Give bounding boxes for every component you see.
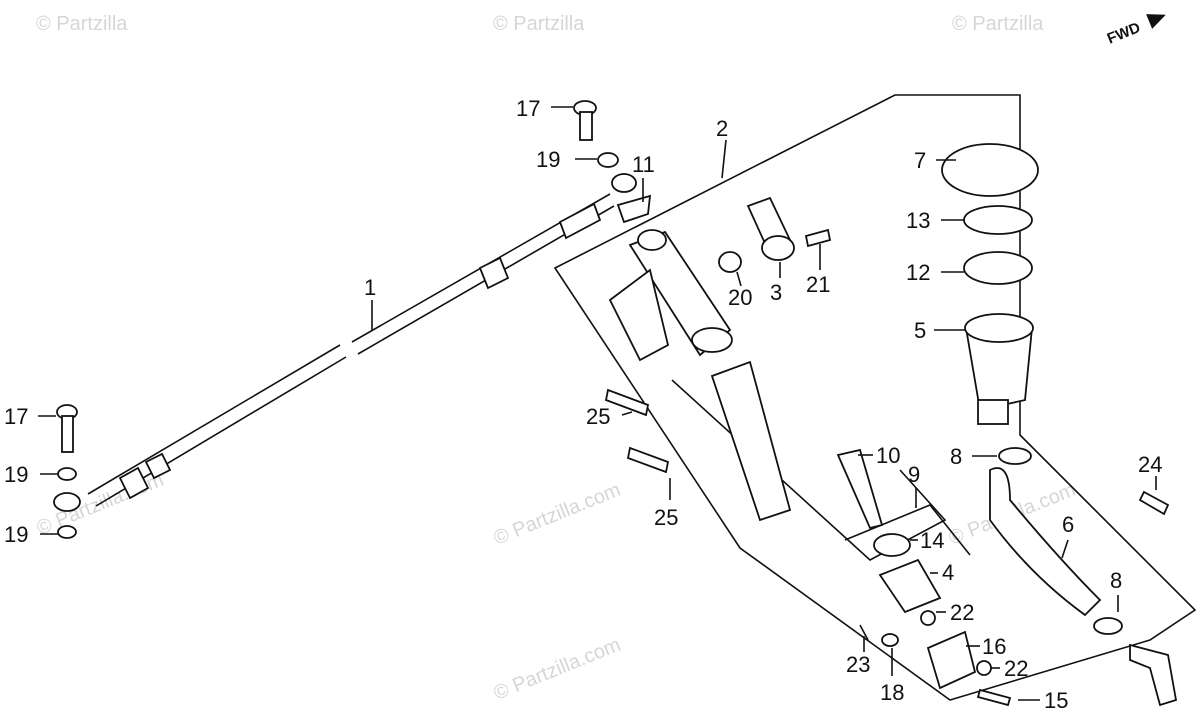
callout-24: 24 (1138, 452, 1162, 477)
piston-spring (710, 360, 792, 522)
callout-16: 16 (982, 634, 1006, 659)
callout-3: 3 (770, 280, 782, 305)
diaphragm-plate (963, 205, 1033, 235)
callout-23: 23 (846, 652, 870, 677)
callout-4: 4 (942, 560, 954, 585)
callout-22b: 22 (1004, 656, 1028, 681)
master-cylinder-holder (926, 630, 977, 690)
callout-17b: 17 (4, 404, 28, 429)
callout-1: 1 (364, 275, 376, 300)
leader-lines (38, 106, 1157, 701)
callout-20: 20 (728, 285, 752, 310)
callout-10: 10 (876, 443, 900, 468)
reservoir-cap (941, 143, 1039, 197)
caliper-outline (844, 504, 971, 556)
callout-7: 7 (914, 148, 926, 173)
circlip (873, 533, 911, 557)
sealing-washer (57, 525, 77, 539)
bleeder-screw (804, 228, 832, 248)
callout-19a: 19 (536, 147, 560, 172)
piston-outline (671, 379, 947, 561)
watermark: © Partzilla (952, 13, 1044, 35)
o-ring (718, 251, 742, 273)
callout-19b: 19 (4, 462, 28, 487)
callout-21: 21 (806, 272, 830, 297)
callout-8a: 8 (950, 444, 962, 469)
cotter-pin (859, 624, 869, 641)
joint-pin (976, 688, 1012, 707)
callout-18: 18 (880, 680, 904, 705)
plain-washer (881, 633, 899, 647)
hose-clip (998, 447, 1032, 465)
callout-15: 15 (1044, 688, 1068, 713)
callout-12: 12 (906, 260, 930, 285)
watermark: © Partzilla (493, 13, 585, 35)
mount-bolt (626, 446, 670, 474)
nut (976, 660, 992, 676)
callout-6: 6 (1062, 512, 1074, 537)
push-rod (836, 448, 884, 530)
reservoir-joint (746, 196, 795, 261)
banjo-bolt-lower (56, 404, 78, 453)
watermark: © Partzilla.com (491, 479, 624, 550)
sealing-washer (597, 152, 619, 168)
hose-clamp (616, 194, 652, 224)
callout-19c: 19 (4, 522, 28, 547)
callout-8b: 8 (1110, 568, 1122, 593)
callout-13: 13 (906, 208, 930, 233)
diaphragm (963, 251, 1033, 285)
callout-14: 14 (920, 528, 944, 553)
master-cylinder-body (608, 229, 733, 362)
callout-11: 11 (632, 152, 655, 177)
callout-9: 9 (908, 462, 920, 487)
brake-hose (53, 173, 637, 512)
brake-pedal-link (1129, 643, 1178, 707)
fwd-arrow-icon (1146, 14, 1166, 29)
watermark: © Partzilla (36, 13, 128, 35)
callout-5: 5 (914, 318, 926, 343)
reservoir (964, 313, 1034, 425)
banjo-bolt-upper (573, 100, 597, 141)
callout-25a: 25 (586, 404, 610, 429)
hose-clip (1093, 617, 1123, 635)
assembly-outline (553, 94, 1197, 701)
callout-17a: 17 (516, 96, 540, 121)
callouts: 1 2 3 4 5 6 7 8 8 9 10 11 12 13 14 15 16… (4, 96, 1162, 713)
callout-25b: 25 (654, 505, 678, 530)
nut (920, 610, 936, 626)
mount-bolt (604, 388, 650, 417)
callout-22a: 22 (950, 600, 974, 625)
sealing-washer (57, 467, 77, 481)
watermark: © Partzilla.com (491, 634, 624, 705)
boot (878, 558, 942, 614)
bolt (1138, 490, 1170, 516)
callout-2: 2 (716, 116, 728, 141)
fwd-label: FWD (1105, 19, 1143, 48)
fwd-indicator: FWD (1105, 14, 1166, 48)
reservoir-hose (989, 467, 1102, 617)
